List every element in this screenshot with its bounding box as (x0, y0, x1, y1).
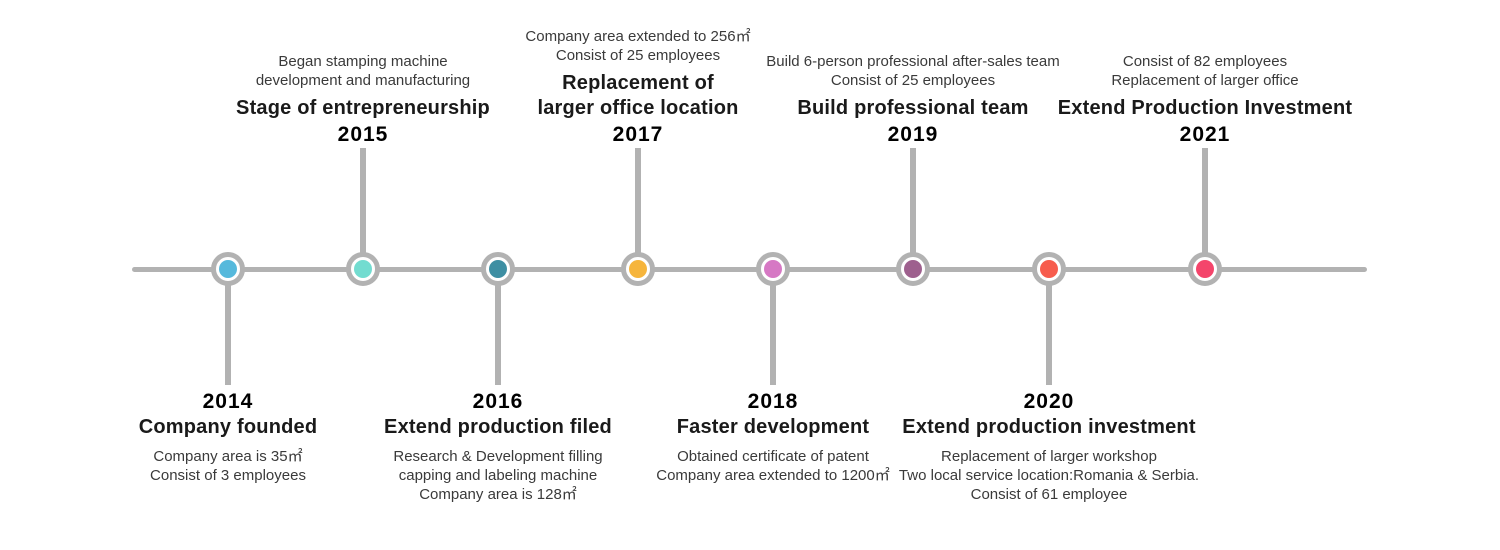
timeline-node (896, 252, 930, 286)
milestone-title: Build professional team (797, 97, 1029, 119)
milestone-detail: Obtained certificate of patent (677, 448, 869, 465)
milestone-detail: capping and labeling machine (398, 467, 598, 484)
milestone-detail: Company area is 128㎡ (419, 486, 577, 503)
milestone-text: 2020 Extend production investment Replac… (899, 388, 1199, 504)
node-dot (219, 260, 237, 278)
milestone-detail: Two local service location:Romania & Ser… (898, 467, 1200, 484)
connector-line (1202, 148, 1208, 270)
milestone-detail: Began stamping machine (278, 53, 448, 70)
milestone-text: Build 6-person professional after-sales … (766, 52, 1059, 148)
timeline-node (211, 252, 245, 286)
milestone-detail: Build 6-person professional after-sales … (766, 53, 1060, 70)
milestone-title: Company founded (138, 416, 318, 438)
connector-line (495, 270, 501, 385)
node-dot (904, 260, 922, 278)
milestone-detail: development and manufacturing (255, 72, 471, 89)
node-dot (1040, 260, 1058, 278)
milestone-title: Extend Production Investment (1057, 97, 1353, 119)
timeline-node (621, 252, 655, 286)
connector-line (225, 270, 231, 385)
milestone-text: Began stamping machine development and m… (236, 52, 490, 148)
milestone-title: Replacement of (562, 72, 714, 94)
milestone-text: Consist of 82 employees Replacement of l… (1058, 52, 1353, 148)
milestone-title: larger office location (537, 97, 739, 119)
connector-line (1046, 270, 1052, 385)
milestone-title: Extend production investment (902, 416, 1196, 438)
milestone-year: 2016 (472, 390, 524, 413)
milestone-detail: Consist of 25 employees (555, 47, 721, 64)
connector-line (770, 270, 776, 385)
connector-line (635, 148, 641, 270)
timeline-node (756, 252, 790, 286)
milestone-text: 2016 Extend production filed Research & … (384, 388, 612, 504)
milestone-year: 2021 (1179, 123, 1231, 146)
milestone-detail: Research & Development filling (393, 448, 603, 465)
node-dot (764, 260, 782, 278)
milestone-detail: Replacement of larger workshop (941, 448, 1157, 465)
milestone-year: 2015 (337, 123, 389, 146)
milestone-detail: Consist of 25 employees (830, 72, 996, 89)
milestone-title: Extend production filed (384, 416, 612, 438)
milestone-detail: Consist of 61 employee (970, 486, 1128, 503)
milestone-year: 2018 (747, 390, 799, 413)
timeline-axis (132, 267, 1367, 272)
milestone-text: 2014 Company founded Company area is 35㎡… (139, 388, 318, 485)
milestone-text: Company area extended to 256㎡ Consist of… (525, 27, 750, 148)
milestone-detail: Consist of 82 employees (1122, 53, 1288, 70)
milestone-title: Faster development (676, 416, 870, 438)
connector-line (360, 148, 366, 270)
milestone-detail: Company area extended to 1200㎡ (656, 467, 890, 484)
milestone-detail: Consist of 3 employees (150, 467, 306, 484)
milestone-title: Stage of entrepreneurship (236, 97, 490, 119)
milestone-year: 2019 (887, 123, 939, 146)
milestone-detail: Company area is 35㎡ (153, 448, 303, 465)
milestone-text: 2018 Faster development Obtained certifi… (656, 388, 890, 485)
node-dot (629, 260, 647, 278)
timeline-node (1188, 252, 1222, 286)
timeline-node (346, 252, 380, 286)
connector-line (910, 148, 916, 270)
milestone-year: 2020 (1023, 390, 1075, 413)
milestone-detail: Company area extended to 256㎡ (525, 28, 751, 45)
milestone-year: 2014 (202, 390, 254, 413)
node-dot (489, 260, 507, 278)
milestone-year: 2017 (612, 123, 664, 146)
timeline-node (481, 252, 515, 286)
node-dot (1196, 260, 1214, 278)
milestone-detail: Replacement of larger office (1111, 72, 1299, 89)
node-dot (354, 260, 372, 278)
timeline-node (1032, 252, 1066, 286)
